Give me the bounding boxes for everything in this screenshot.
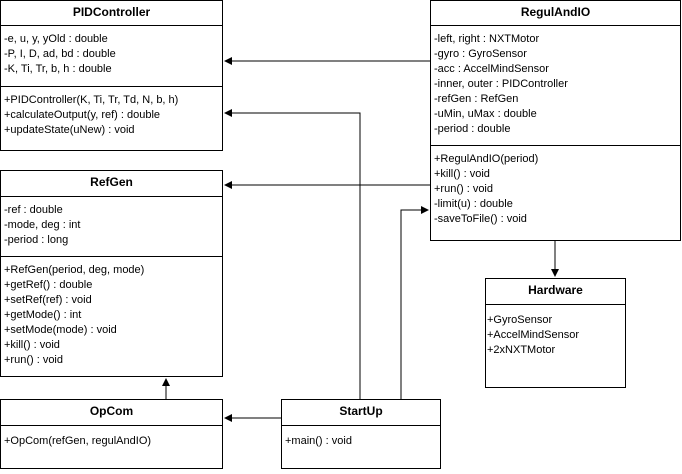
method: +getRef() : double [4, 279, 93, 291]
method: -saveToFile() : void [434, 213, 527, 225]
attribute: -inner, outer : PIDController [434, 78, 568, 90]
attribute: -left, right : NXTMotor [434, 33, 540, 45]
method: +kill() : void [4, 339, 60, 351]
class-hardware[interactable]: Hardware +GyroSensor +AccelMindSensor +2… [485, 278, 626, 388]
attribute: -P, I, D, ad, bd : double [4, 48, 116, 60]
class-name: Hardware [528, 283, 583, 297]
member: +2xNXTMotor [487, 344, 556, 356]
class-name: RegulAndIO [520, 5, 591, 19]
attribute: -acc : AccelMindSensor [434, 63, 549, 75]
attribute: -period : double [434, 123, 511, 135]
attribute: -ref : double [4, 204, 63, 216]
member: +GyroSensor [487, 314, 553, 326]
method: +main() : void [285, 435, 352, 447]
members-section: +GyroSensor +AccelMindSensor +2xNXTMotor [486, 304, 625, 358]
class-regulandio[interactable]: RegulAndIO -left, right : NXTMotor -gyro… [430, 0, 681, 241]
class-opcom[interactable]: OpCom +OpCom(refGen, regulAndIO) [0, 399, 223, 469]
class-name: StartUp [339, 404, 383, 418]
methods-section: +main() : void [282, 425, 440, 449]
methods-section: +PIDController(K, Ti, Tr, Td, N, b, h) +… [1, 86, 222, 138]
method: +calculateOutput(y, ref) : double [4, 109, 161, 121]
attributes-section: -e, u, y, yOld : double -P, I, D, ad, bd… [1, 25, 222, 77]
method: +RegulAndIO(period) [434, 153, 539, 165]
attribute: -refGen : RefGen [434, 93, 519, 105]
attribute: -mode, deg : int [4, 219, 81, 231]
attribute: -gyro : GyroSensor [434, 48, 527, 60]
method: +setMode(mode) : void [4, 324, 117, 336]
member: +AccelMindSensor [487, 329, 580, 341]
method: +run() : void [434, 183, 493, 195]
attribute: -uMin, uMax : double [434, 108, 537, 120]
attribute: -K, Ti, Tr, b, h : double [4, 63, 112, 75]
method: +setRef(ref) : void [4, 294, 92, 306]
methods-section: +OpCom(refGen, regulAndIO) [1, 425, 222, 449]
method: +updateState(uNew) : void [4, 124, 135, 136]
class-pidcontroller[interactable]: PIDController -e, u, y, yOld : double -P… [0, 0, 223, 151]
attributes-section: -ref : double -mode, deg : int -period :… [1, 196, 222, 248]
method: +kill() : void [434, 168, 490, 180]
method: +PIDController(K, Ti, Tr, Td, N, b, h) [4, 94, 179, 106]
class-startup[interactable]: StartUp +main() : void [281, 399, 441, 469]
method: +getMode() : int [4, 309, 82, 321]
class-name: RefGen [90, 175, 133, 189]
class-refgen[interactable]: RefGen -ref : double -mode, deg : int -p… [0, 170, 223, 377]
attributes-section: -left, right : NXTMotor -gyro : GyroSens… [431, 25, 680, 137]
method: +RefGen(period, deg, mode) [4, 264, 145, 276]
methods-section: +RegulAndIO(period) +kill() : void +run(… [431, 145, 680, 227]
method: +run() : void [4, 354, 63, 366]
method: +OpCom(refGen, regulAndIO) [4, 435, 152, 447]
edge-startup-to-regul [400, 206, 429, 399]
edge-startup-to-pid [224, 109, 361, 399]
attribute: -period : long [4, 234, 69, 246]
method: -limit(u) : double [434, 198, 513, 210]
class-name: PIDController [72, 5, 151, 19]
methods-section: +RefGen(period, deg, mode) +getRef() : d… [1, 256, 222, 368]
class-name: OpCom [89, 404, 134, 418]
attribute: -e, u, y, yOld : double [4, 33, 108, 45]
